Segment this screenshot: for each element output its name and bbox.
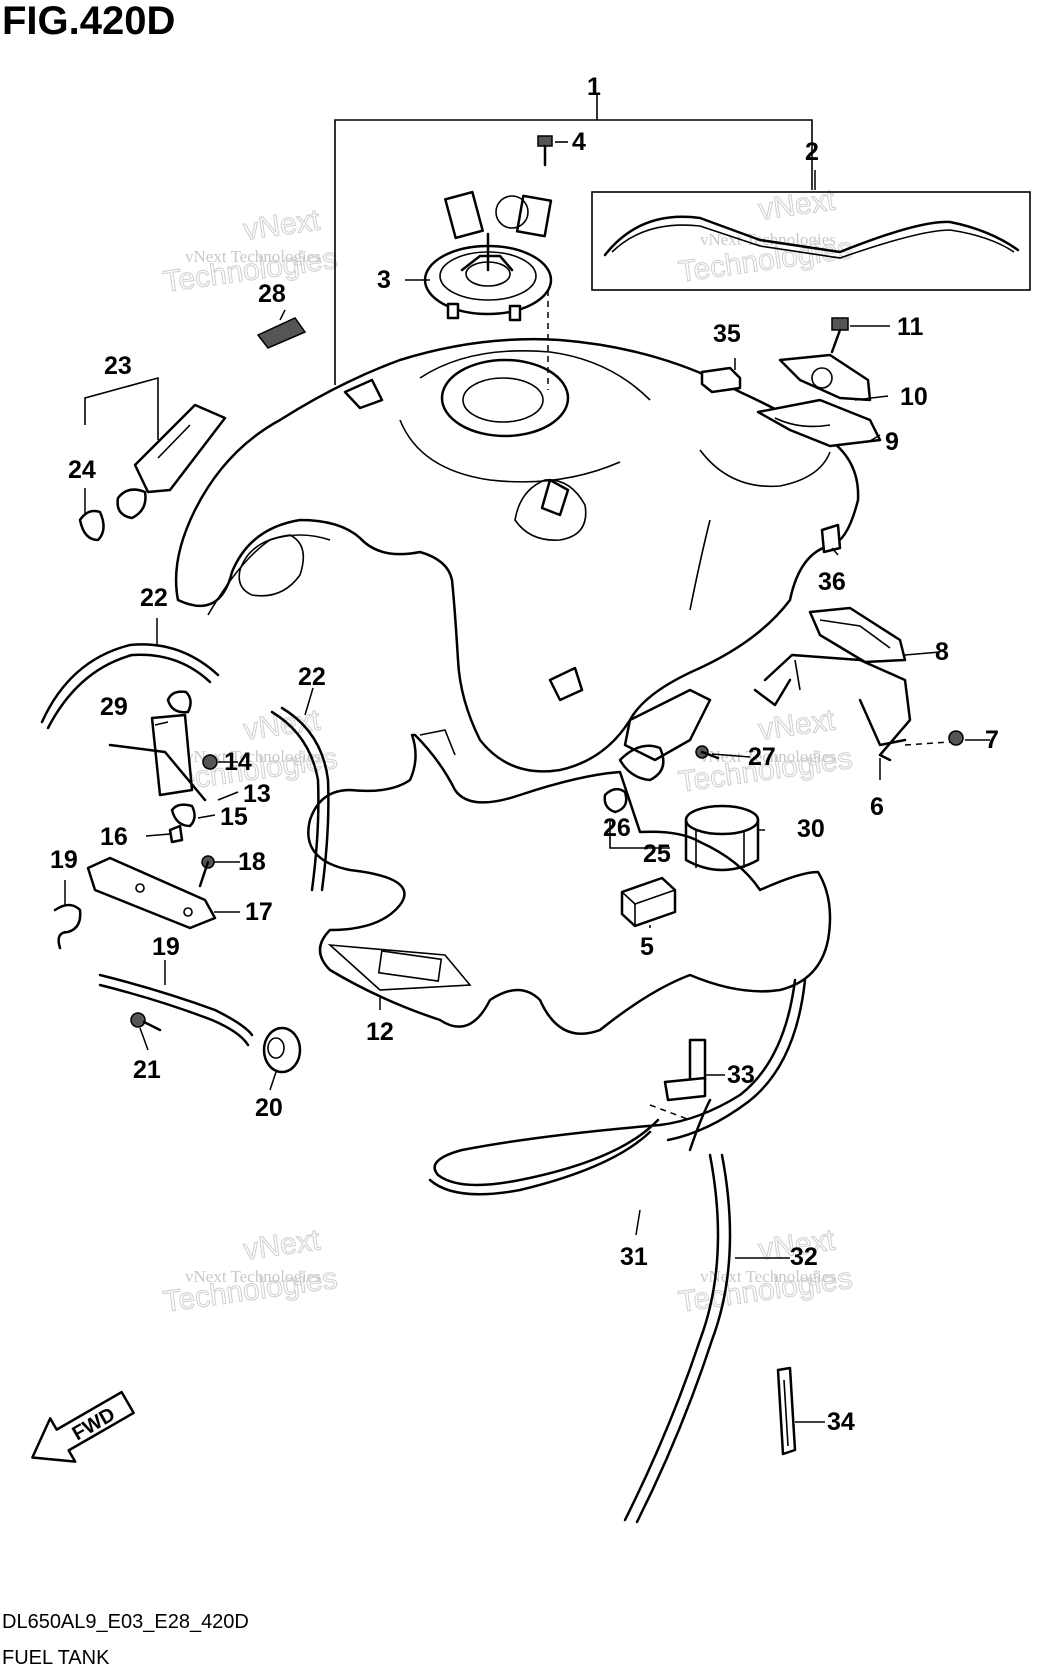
callout-5: 5 [640, 933, 654, 961]
figure-caption: FUEL TANK [2, 1647, 110, 1669]
callout-10: 10 [900, 383, 928, 411]
callout-21: 21 [133, 1056, 161, 1084]
part-32-hose [623, 1098, 732, 1524]
part-23-24-bracket [78, 376, 227, 542]
callout-9: 9 [885, 428, 899, 456]
part-3-fuel-cap [423, 190, 553, 390]
callout-15: 15 [220, 803, 248, 831]
svg-text:vNext: vNext [756, 183, 837, 226]
callout-12: 12 [366, 1018, 394, 1046]
callout-30: 30 [797, 815, 825, 843]
svg-text:vNext Technologies: vNext Technologies [185, 247, 321, 266]
callout-20: 20 [255, 1094, 283, 1122]
callout-22b: 22 [298, 663, 326, 691]
callout-11: 11 [897, 313, 924, 341]
assembly-bracket-1 [334, 95, 1031, 385]
svg-text:vNext: vNext [241, 1223, 322, 1266]
callout-35: 35 [713, 320, 741, 348]
svg-text:vNext Technologies: vNext Technologies [185, 1267, 321, 1286]
svg-text:vNext Technologies: vNext Technologies [700, 230, 836, 249]
part-4-screw [537, 135, 568, 167]
callout-2: 2 [805, 138, 819, 166]
callout-22a: 22 [140, 584, 168, 612]
callout-19a: 19 [50, 846, 78, 874]
svg-text:vNext: vNext [241, 203, 322, 246]
decal-frame-2 [591, 191, 1031, 291]
callout-26: 26 [603, 814, 631, 842]
part-30-ring [684, 804, 760, 872]
leader-lines [64, 170, 990, 1423]
callout-32: 32 [790, 1243, 818, 1271]
callout-18: 18 [238, 848, 266, 876]
callout-29: 29 [100, 693, 128, 721]
callout-19b: 19 [152, 933, 180, 961]
callout-1: 1 [587, 73, 601, 101]
part-19-clip [53, 903, 254, 1047]
callout-36: 36 [818, 568, 846, 596]
svg-text:vNext: vNext [241, 703, 322, 746]
part-2-decal [603, 215, 1020, 259]
part-28-pad [256, 317, 307, 349]
fwd-arrow-icon: FWD [31, 1390, 135, 1463]
svg-text:vNext: vNext [756, 703, 837, 746]
part-27-bolt [695, 745, 720, 760]
part-36-rubber [820, 523, 842, 554]
part-22-hose-center [270, 706, 330, 892]
callout-17: 17 [245, 898, 273, 926]
callout-4: 4 [572, 128, 586, 156]
callout-16: 16 [100, 823, 128, 851]
part-33-t-joint [649, 1038, 707, 1121]
part-35-pad [700, 366, 742, 394]
part-13-14-15-16-29 [108, 690, 218, 844]
callout-31: 31 [620, 1243, 648, 1271]
callouts: 1 2 3 4 5 6 7 8 9 10 11 12 13 14 15 16 1… [50, 73, 999, 1436]
part-12-bottom-pad [307, 729, 832, 1035]
fuel-tank-body [174, 337, 860, 773]
figure-title: FIG.420D [2, 0, 175, 43]
svg-text:vNext Technologies: vNext Technologies [700, 1267, 836, 1286]
callout-24: 24 [68, 456, 96, 484]
callout-6: 6 [870, 793, 884, 821]
callout-25: 25 [643, 840, 671, 868]
model-code: DL650AL9_E03_E28_420D [2, 1611, 249, 1633]
callout-7: 7 [985, 726, 999, 754]
callout-28: 28 [258, 280, 286, 308]
part-9-10-11-mount [756, 317, 890, 448]
callout-13: 13 [243, 780, 271, 808]
callout-8: 8 [935, 638, 949, 666]
part-17-18-plate [86, 855, 217, 930]
callout-34: 34 [827, 1408, 855, 1436]
callout-23: 23 [104, 352, 132, 380]
part-22-hose-left [40, 643, 220, 730]
part-5-cushion [620, 876, 677, 928]
callout-3: 3 [377, 266, 391, 294]
callout-33: 33 [727, 1061, 755, 1089]
svg-text:vNext Technologies: vNext Technologies [700, 747, 836, 766]
part-31-hose [428, 978, 807, 1196]
part-20-21-grommet [130, 1012, 302, 1074]
part-6-7-8-bracket [753, 606, 964, 762]
part-34-strap [776, 1366, 797, 1456]
part-25-fitting [603, 688, 712, 849]
callout-27: 27 [748, 743, 776, 771]
callout-14: 14 [224, 748, 252, 776]
